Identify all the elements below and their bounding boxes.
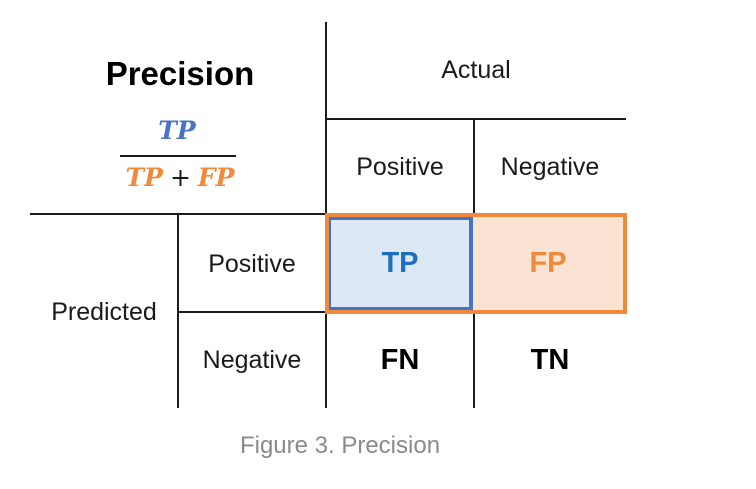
column-header-positive: Positive xyxy=(356,152,444,181)
cell-true-negative: TN xyxy=(475,313,625,408)
formula-numerator-tp: TP xyxy=(158,115,196,145)
cell-false-positive: FP xyxy=(473,216,623,311)
column-header-negative: Negative xyxy=(500,152,600,181)
cell-tp-label: TP xyxy=(381,247,419,279)
formula-denominator-fp: FP xyxy=(197,162,235,192)
row-header-positive: Positive xyxy=(208,249,296,278)
cell-false-negative: FN xyxy=(327,313,473,408)
predicted-header: Predicted xyxy=(51,297,157,326)
actual-header: Actual xyxy=(441,55,511,84)
row-header-negative: Negative xyxy=(202,345,302,374)
formula-numerator: TP xyxy=(120,113,234,147)
precision-highlight-box xyxy=(325,213,627,314)
diagram-title: Precision xyxy=(105,55,255,92)
cell-fn-label: FN xyxy=(380,344,420,376)
figure-caption: Figure 3. Precision xyxy=(239,432,441,459)
formula-denominator: TP + FP xyxy=(100,160,260,194)
grid-line-horizontal-top xyxy=(326,118,626,120)
formula-denominator-tp: TP xyxy=(125,162,163,192)
cell-fp-label: FP xyxy=(529,247,567,279)
cell-tn-label: TN xyxy=(530,344,570,376)
formula-plus-operator: + xyxy=(169,162,191,192)
cell-true-positive: TP xyxy=(327,216,473,311)
formula-fraction-bar xyxy=(120,155,236,157)
grid-line-vertical-row-label xyxy=(177,213,179,408)
